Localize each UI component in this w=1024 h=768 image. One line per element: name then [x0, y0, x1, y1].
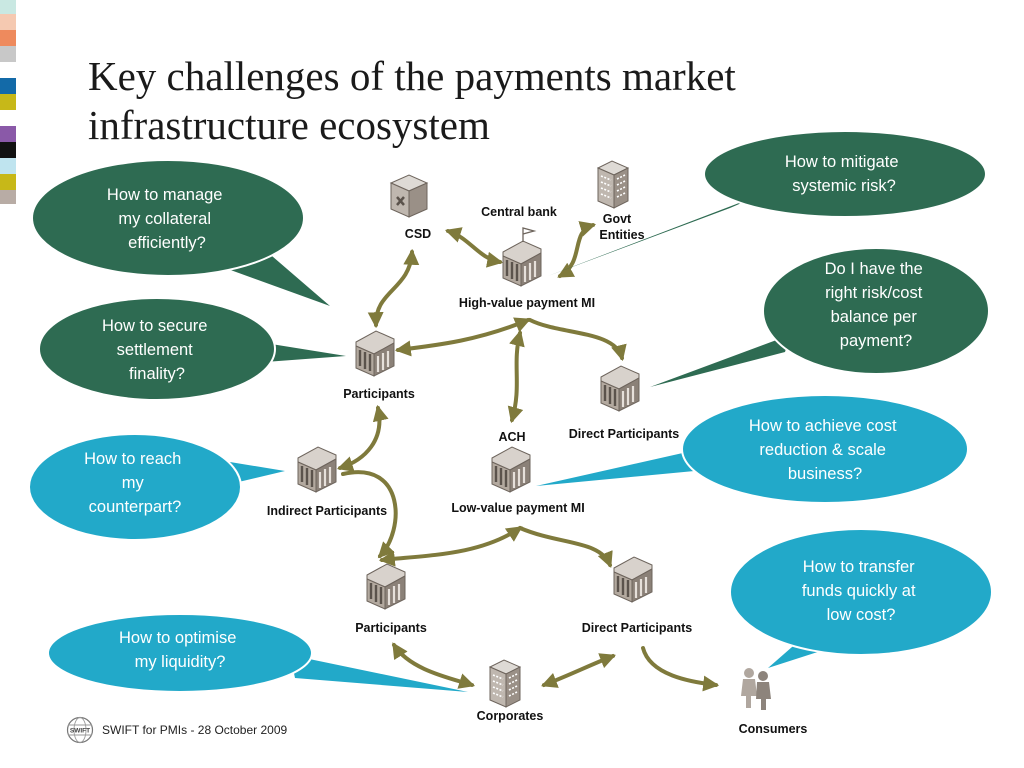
strip-block	[0, 78, 16, 94]
direct-participants-top-label: Direct Participants	[569, 427, 680, 441]
svg-text:How to optimise my liqui: How to optimise my liquidity?	[119, 629, 241, 671]
bank-building-icon	[599, 364, 641, 413]
bubble-settlement-line: settlement	[117, 341, 194, 359]
bubble-transfer-line: low cost?	[827, 606, 896, 624]
strip-block	[0, 94, 16, 110]
arrow-corporates-direct	[541, 653, 616, 688]
bubble-counterpart-line: my	[122, 474, 145, 492]
ach-label: ACH	[498, 430, 525, 444]
arrow-hvmi-direct	[528, 318, 627, 362]
bubble-counterpart-line: counterpart?	[89, 498, 182, 516]
bubble-settlement-line: How to secure	[102, 317, 207, 335]
high-value-mi-label: High-value payment MI	[459, 296, 595, 310]
bubble-collateral-line: How to manage	[107, 186, 223, 204]
bubble-counterpart-line: How to reach	[84, 450, 181, 468]
svg-text:How to transfer funds qu: How to transfer funds quickly at low cos…	[802, 558, 920, 624]
arrow-participants-corporates	[392, 642, 476, 689]
bubble-cost-reduction: How to achieve cost reduction & scale bu…	[536, 394, 969, 504]
bubble-settlement: How to secure settlement finality?	[38, 297, 346, 401]
arrow-participants-indirect	[336, 404, 389, 472]
svg-text:How to mitigate systemic: How to mitigate systemic risk?	[785, 153, 903, 195]
bank-building-icon	[612, 555, 654, 604]
bubble-risk-cost-line: balance per	[831, 308, 918, 326]
strip-block	[0, 174, 16, 190]
svg-text:How to manage my collate: How to manage my collateral efficiently?	[107, 186, 227, 252]
participants-top-label: Participants	[343, 387, 415, 401]
bubble-counterpart: How to reach my counterpart?	[28, 433, 285, 541]
indirect-participants-label: Indirect Participants	[267, 504, 387, 518]
bubble-systemic-line: systemic risk?	[792, 177, 896, 195]
arrow-csd-participants	[367, 248, 420, 329]
bubble-cost-reduction-line: How to achieve cost	[749, 417, 897, 435]
title-line-2: infrastructure ecosystem	[88, 102, 490, 148]
bubble-risk-cost-line: Do I have the	[825, 260, 923, 278]
bubble-systemic: How to mitigate systemic risk?	[548, 130, 987, 276]
arrow-lvmi-participants	[378, 526, 523, 567]
arrow-csd-centralbank	[444, 227, 504, 268]
participants-bottom-label: Participants	[355, 621, 427, 635]
svg-text:How to achieve cost redu: How to achieve cost reduction & scale bu…	[749, 417, 901, 483]
central-bank-icon	[501, 227, 543, 288]
connectors	[336, 221, 720, 692]
strip-block	[0, 190, 16, 204]
bubble-settlement-line: finality?	[129, 365, 185, 383]
strip-block	[0, 0, 16, 14]
strip-block	[0, 30, 16, 46]
strip-block	[0, 46, 16, 62]
govt-label-line2: Entities	[599, 228, 644, 242]
low-value-mi-label: Low-value payment MI	[451, 501, 584, 515]
direct-participants-bottom-label: Direct Participants	[582, 621, 693, 635]
corporates-label: Corporates	[477, 709, 544, 723]
bubble-risk-cost-line: right risk/cost	[825, 284, 923, 302]
strip-block	[0, 14, 16, 30]
bubble-transfer-line: How to transfer	[803, 558, 915, 576]
strip-block	[0, 126, 16, 142]
swift-logo-text: SWIFT	[70, 728, 90, 735]
footer: SWIFT SWIFT for PMIs - 28 October 2009	[66, 716, 287, 744]
bubble-cost-reduction-line: reduction & scale	[759, 441, 886, 459]
bubble-transfer: How to transfer funds quickly at low cos…	[729, 528, 993, 668]
bubble-collateral-line: my collateral	[118, 210, 211, 228]
bank-building-icon	[490, 445, 532, 494]
bank-building-icon	[365, 562, 407, 611]
csd-label: CSD	[405, 227, 431, 241]
strip-block	[0, 142, 16, 158]
strip-block	[0, 158, 16, 174]
slide-title: Key challenges of the payments market in…	[88, 52, 848, 150]
bubble-risk-cost: Do I have the right risk/cost balance pe…	[650, 247, 990, 387]
node-labels: CSD Central bank Govt Entities High-valu…	[267, 205, 808, 736]
bubble-transfer-line: funds quickly at	[802, 582, 916, 600]
arrow-hvmi-participants	[394, 317, 531, 357]
govt-tower-icon	[597, 160, 629, 209]
bubble-cost-reduction-line: business?	[788, 465, 862, 483]
bubble-liquidity-line: How to optimise	[119, 629, 236, 647]
arrow-hvmi-ach	[507, 329, 525, 424]
svg-text:How to reach my co: How to reach my counterpart?	[84, 450, 186, 516]
central-bank-label: Central bank	[481, 205, 557, 219]
svg-text:Do I have the right risk: Do I have the right risk/cost balance pe…	[825, 260, 928, 350]
consumers-label: Consumers	[739, 722, 808, 736]
bubble-collateral: How to manage my collateral efficiently?	[31, 159, 330, 306]
footer-text: SWIFT for PMIs - 28 October 2009	[102, 723, 288, 737]
bubble-liquidity-line: my liquidity?	[135, 653, 226, 671]
svg-text:How to secure settlement: How to secure settlement finality?	[102, 317, 212, 383]
csd-building-icon	[389, 174, 429, 218]
arrow-direct-consumers	[641, 646, 720, 692]
consumers-people-icon	[741, 668, 771, 710]
arrow-lvmi-direct	[518, 526, 613, 568]
arrow-centralbank-govt	[557, 221, 597, 278]
bubble-collateral-line: efficiently?	[128, 234, 206, 252]
bubble-risk-cost-line: payment?	[840, 332, 912, 350]
bubble-liquidity: How to optimise my liquidity?	[47, 613, 468, 693]
title-line-1: Key challenges of the payments market	[88, 53, 736, 99]
bank-building-icon	[354, 329, 396, 378]
govt-label-line1: Govt	[603, 212, 632, 226]
corporates-tower-icon	[489, 659, 521, 708]
bubble-systemic-line: How to mitigate	[785, 153, 899, 171]
bank-building-icon	[296, 445, 338, 494]
swift-globe-icon: SWIFT	[66, 716, 94, 744]
